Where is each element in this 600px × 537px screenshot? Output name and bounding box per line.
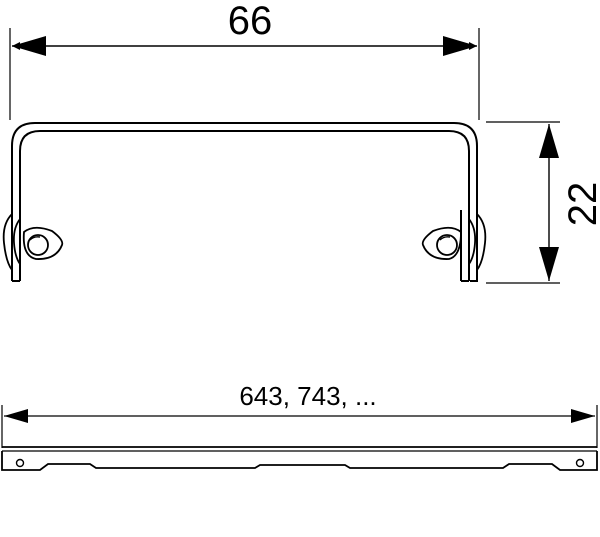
height-dimension: 22 [486,121,600,284]
right-clip-plate-inner [468,218,477,265]
strip-profile [1,446,598,471]
strip-hole-right [575,458,585,468]
right-clip-plate [476,213,487,271]
bracket-outer-contour [11,122,478,282]
right-clip-drop [421,226,462,260]
height-arrow-top [539,124,559,158]
width-label: 66 [228,0,273,43]
strip-bottom-edge [1,451,598,471]
left-clip-plate [2,213,13,271]
width-dimension: 66 [9,0,480,120]
length-label: 643, 743, ... [239,381,376,411]
right-clip-hole-shade [439,236,451,241]
left-clip-plate-inner [12,218,21,265]
left-clip-hole [27,234,49,256]
left-clip-hole-shade [29,236,41,241]
strip-hole-left [15,458,25,468]
height-arrow-bottom [539,247,559,281]
right-clip [421,213,487,271]
bracket-profile [2,122,487,282]
right-clip-hole [436,234,458,256]
length-arrow-right [571,409,595,423]
width-arrow-right [443,36,477,56]
left-clip [2,213,64,271]
left-clip-drop [22,226,64,260]
height-label: 22 [561,182,600,227]
width-arrow-left [12,36,46,56]
length-arrow-left [4,409,28,423]
length-dimension: 643, 743, ... [1,381,598,448]
bracket-inner-contour [19,130,470,281]
